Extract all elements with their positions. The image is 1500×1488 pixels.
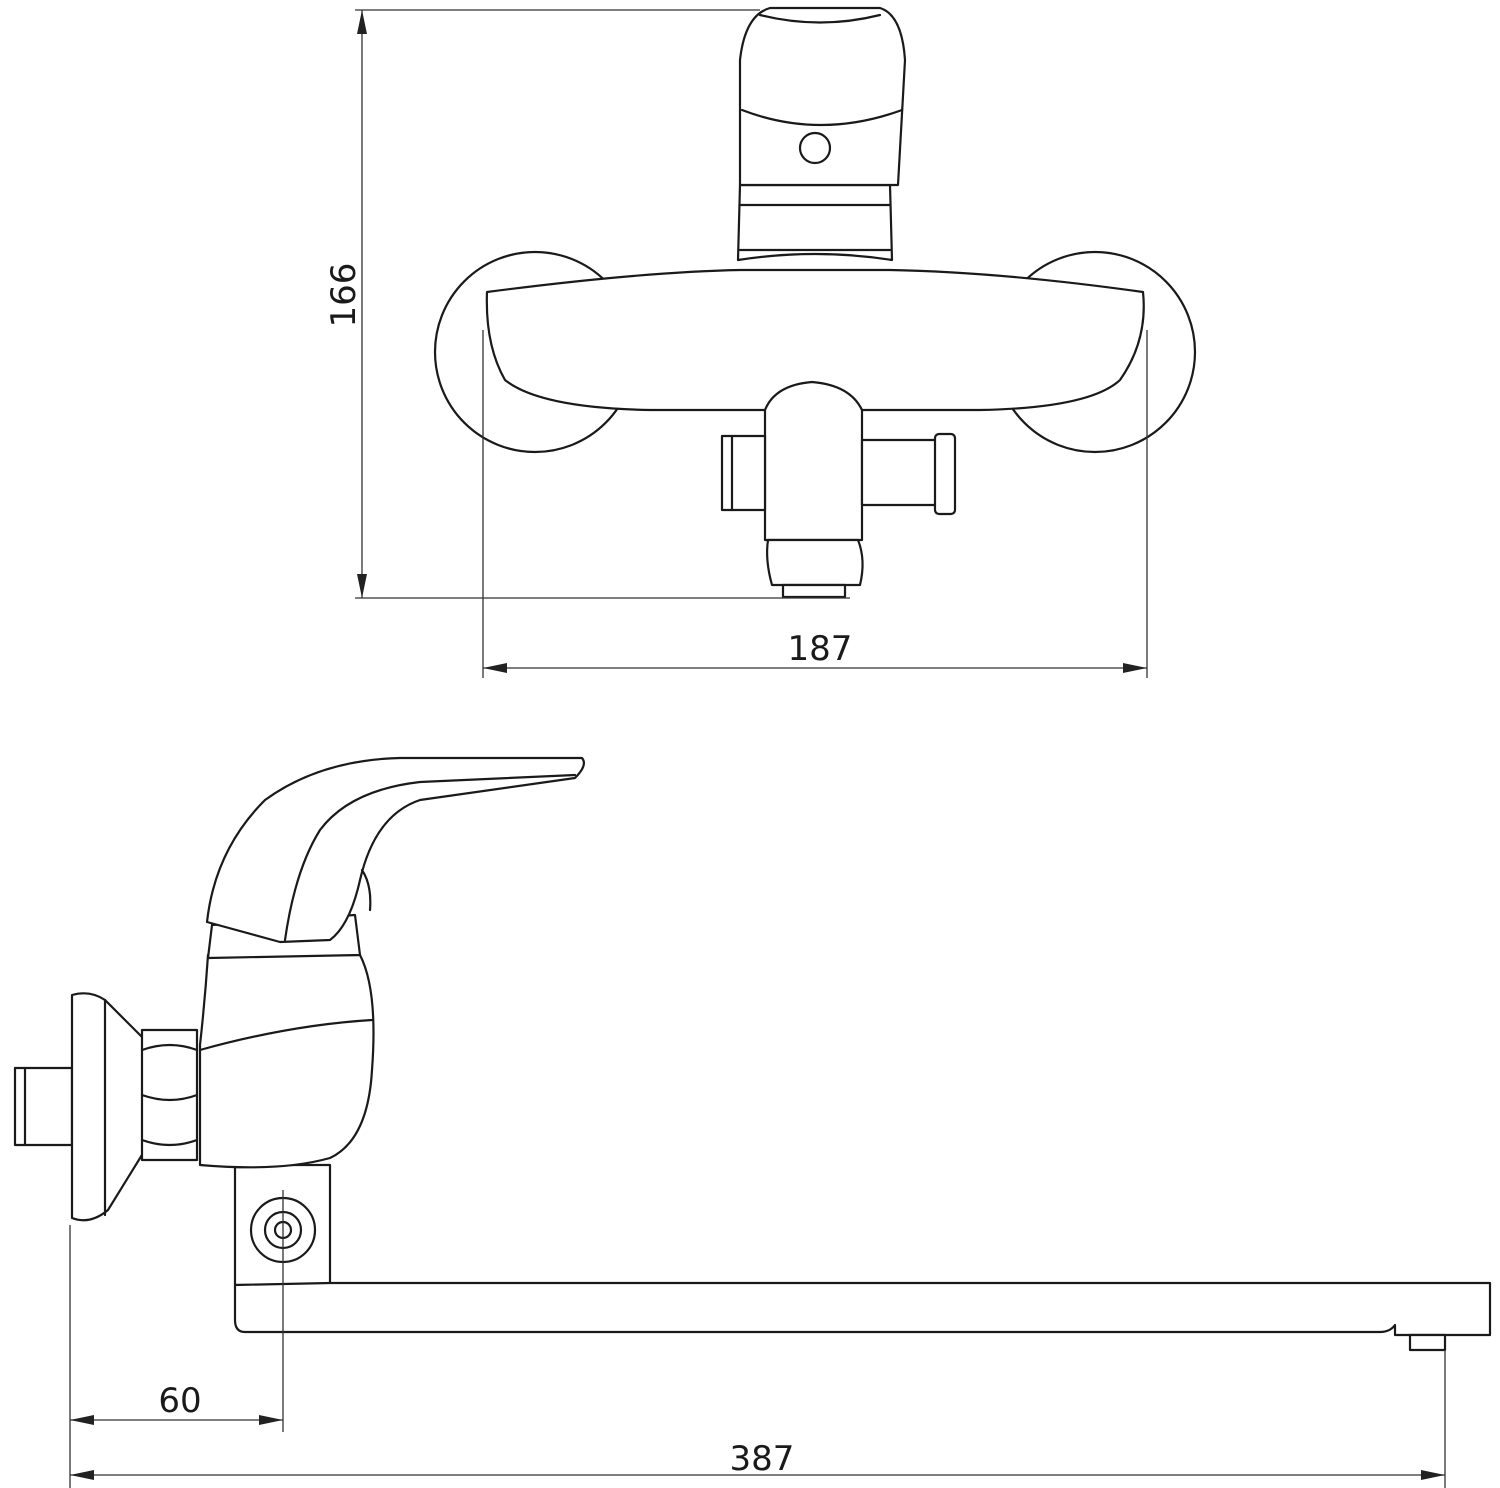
cartridge-housing [736,183,894,262]
aerator [1408,1333,1447,1352]
dimension-height: 166 [324,9,850,599]
width-dimension-label: 187 [788,629,853,669]
dimension-width: 187 [482,330,1148,678]
lever-handle-side [205,756,585,944]
diverter-body [763,380,864,542]
height-dimension-label: 166 [324,263,364,328]
mixer-body [485,268,1145,412]
dimension-spout-reach: 387 [70,1350,1446,1488]
inlet-stub [13,1066,74,1147]
mixer-body-side [198,953,375,1169]
hex-nut [140,1028,199,1162]
left-connector [720,434,767,512]
wall-flange [70,992,147,1222]
handle-indicator [798,131,832,165]
lever-handle [738,6,907,187]
shower-outlet [766,538,864,587]
spout-reach-dimension-label: 387 [730,1439,795,1479]
side-view [13,756,1492,1352]
dimension-axis-offset: 60 [69,1190,284,1488]
spout [233,1281,1492,1337]
axis-offset-dimension-label: 60 [158,1381,201,1421]
front-view [433,6,1197,599]
right-connector [860,438,942,507]
